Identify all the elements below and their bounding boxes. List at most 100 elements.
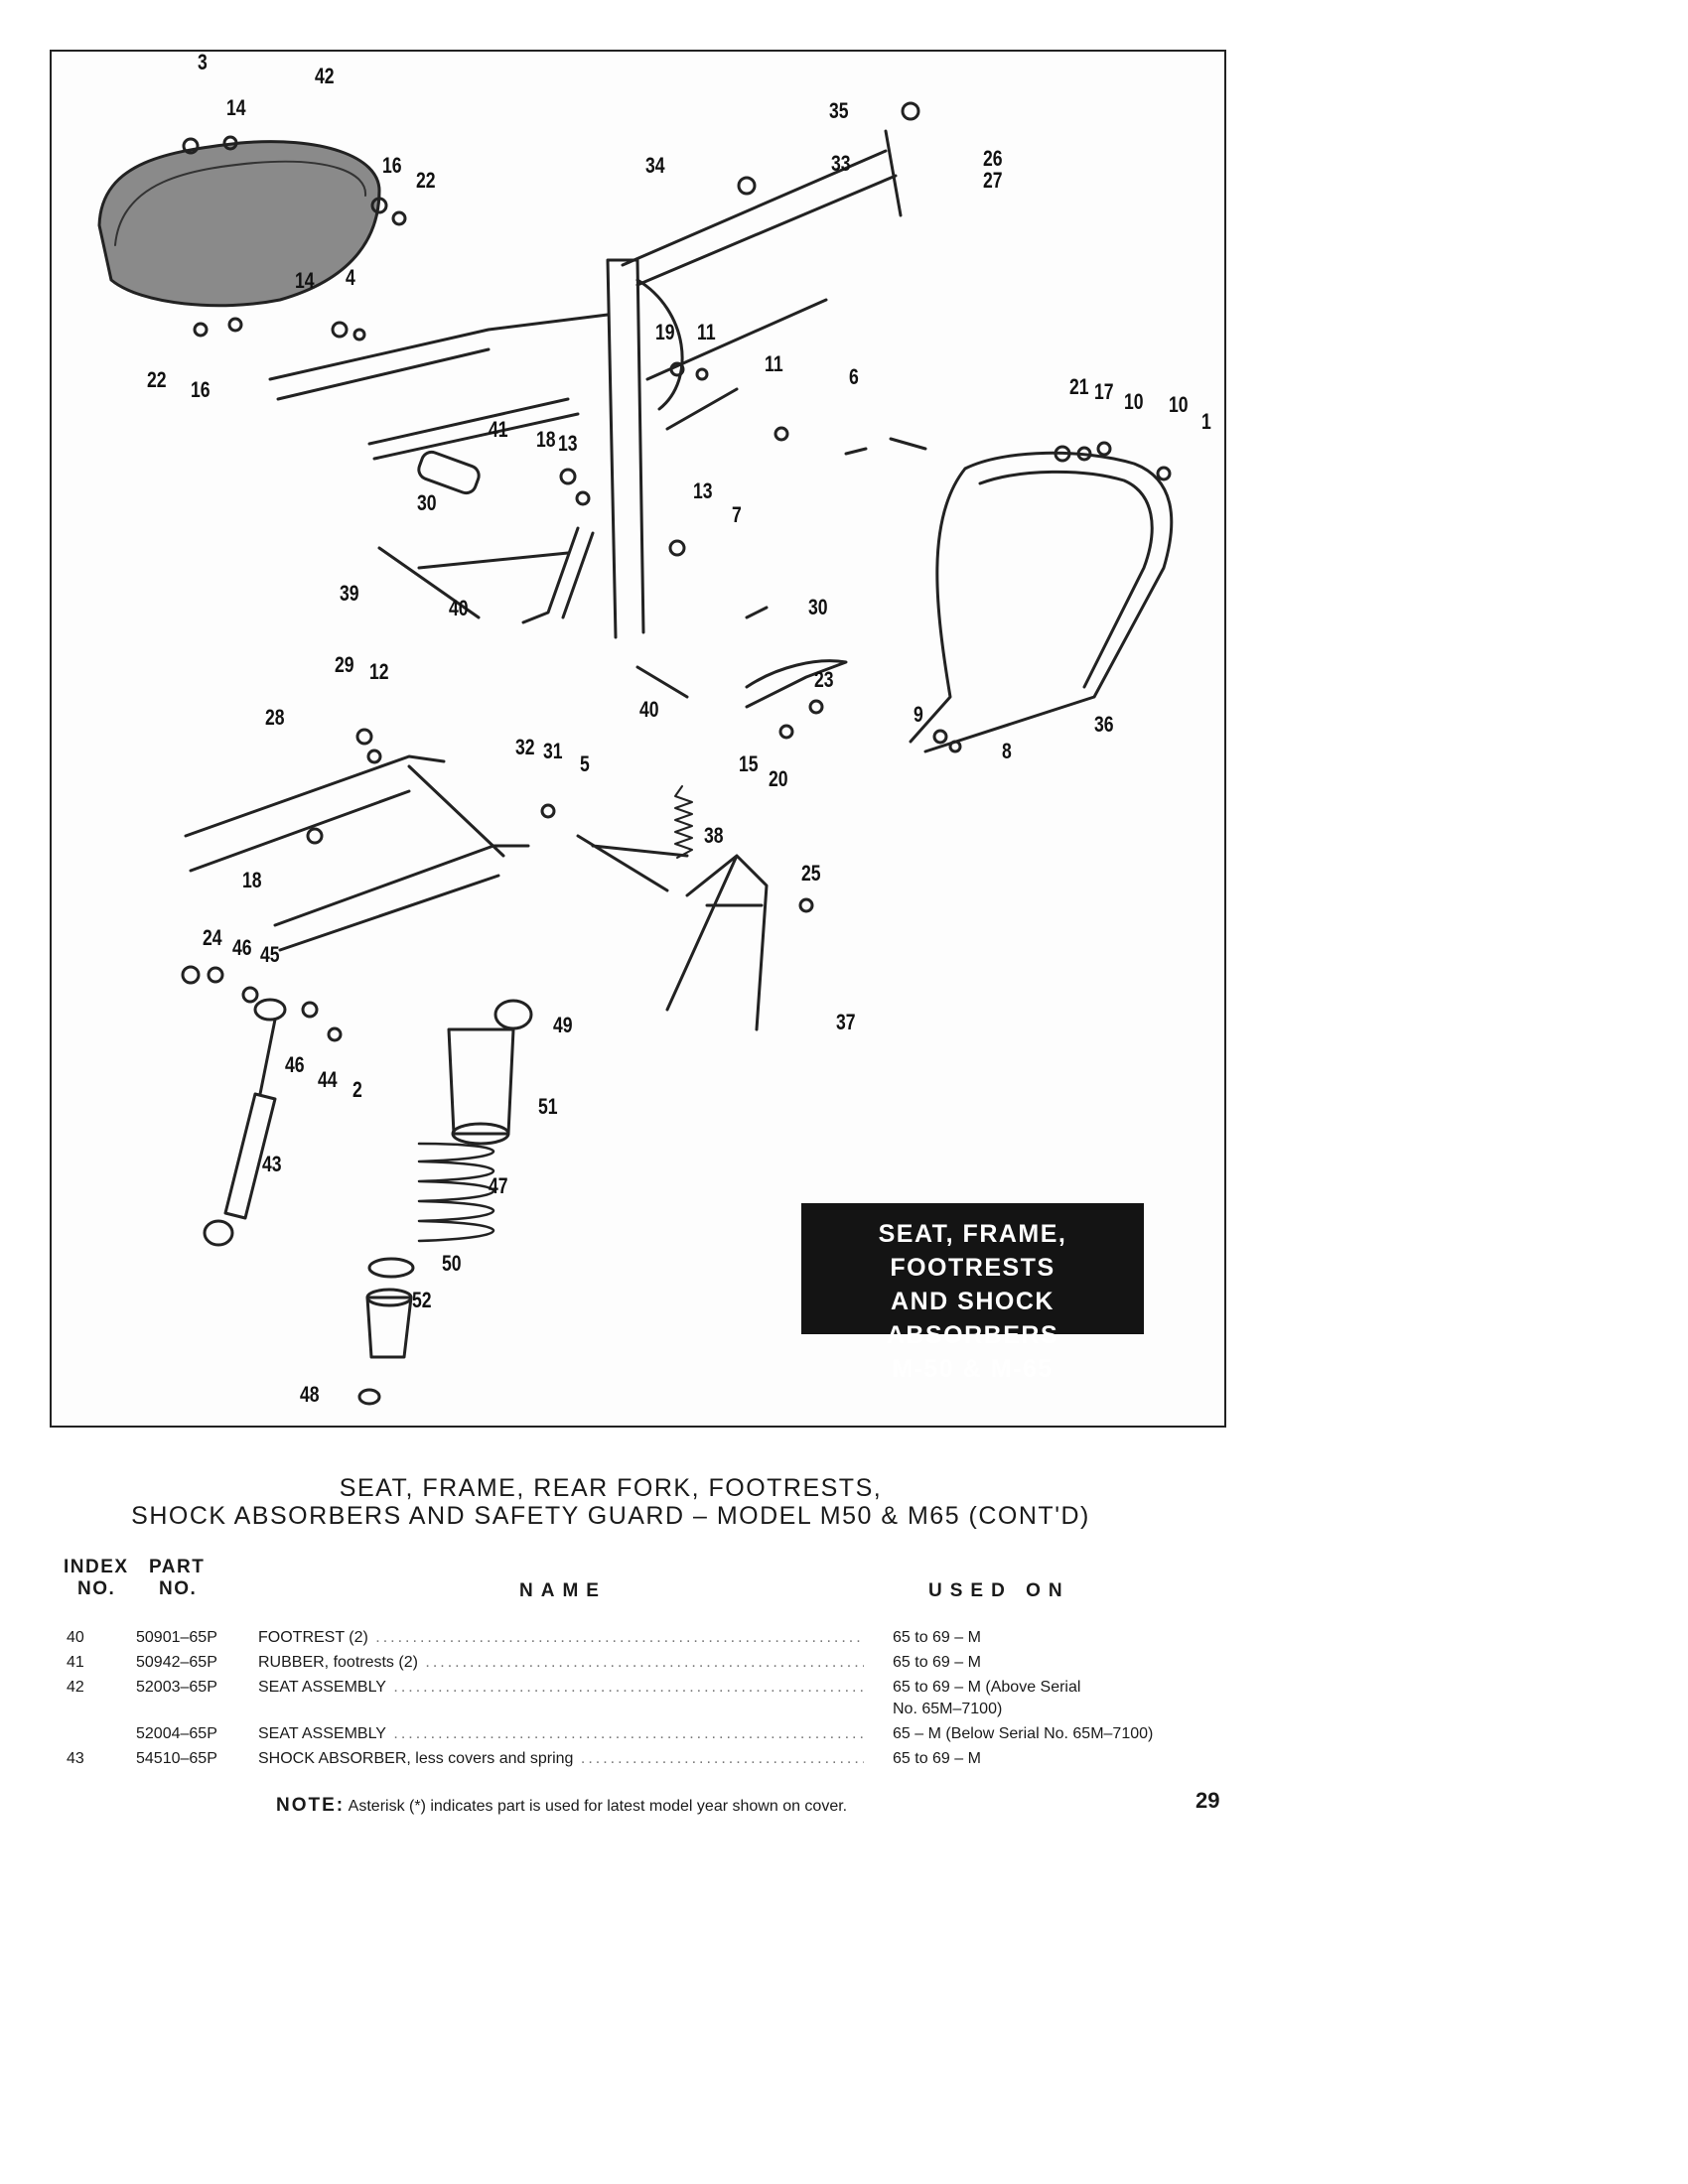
- shock-cover-lower: [365, 1296, 413, 1359]
- callout-label: 18: [536, 427, 556, 452]
- table-row: No. 65M–7100): [67, 1700, 1208, 1719]
- callout-label: 43: [262, 1152, 282, 1176]
- part-no-cell: 50942–65P: [136, 1654, 217, 1671]
- callout-label: 22: [147, 367, 167, 392]
- footrest-right: [745, 659, 848, 709]
- header-part-no-label: NO.: [159, 1578, 198, 1599]
- index-cell: 42: [67, 1679, 84, 1696]
- callout-label: 48: [300, 1382, 320, 1407]
- table-row: 43 54510–65P SHOCK ABSORBER, less covers…: [67, 1749, 1208, 1769]
- seat-assembly: [97, 140, 381, 308]
- callout-label: 3: [198, 50, 208, 74]
- callout-label: 13: [693, 478, 713, 503]
- callout-label: 11: [765, 351, 783, 376]
- callout-label: 30: [417, 490, 437, 515]
- callout-label: 47: [489, 1173, 508, 1198]
- callout-label: 49: [553, 1013, 573, 1037]
- rear-fork: [184, 754, 530, 952]
- callout-label: 15: [739, 751, 759, 776]
- safety-guard: [909, 451, 1174, 753]
- callout-label: 6: [849, 364, 859, 389]
- name-cell: RUBBER, footrests (2) ..................…: [258, 1653, 864, 1673]
- shock-absorber: [223, 1018, 277, 1220]
- table-row: 42 52003–65P SEAT ASSEMBLY .............…: [67, 1678, 1208, 1698]
- header-used-on: USED ON: [928, 1580, 1070, 1601]
- callout-label: 26: [983, 146, 1003, 171]
- dot-leader: ........................................…: [393, 1679, 864, 1696]
- callout-label: 16: [191, 377, 211, 402]
- part-no-cell: 52004–65P: [136, 1725, 217, 1742]
- callout-label: 5: [580, 751, 590, 776]
- part-no-cell: 50901–65P: [136, 1629, 217, 1646]
- part-name: RUBBER, footrests (2): [258, 1654, 418, 1671]
- part-name: SEAT ASSEMBLY: [258, 1679, 386, 1696]
- used-on-cell: 65 to 69 – M: [893, 1654, 981, 1671]
- section-title: SEAT, FRAME, REAR FORK, FOOTRESTS, SHOCK…: [0, 1474, 1221, 1530]
- callout-label: 23: [814, 667, 834, 692]
- diagram-title-box: SEAT, FRAME, FOOTRESTS AND SHOCK ABSORBE…: [801, 1203, 1144, 1383]
- table-row: 52004–65P SEAT ASSEMBLY ................…: [67, 1724, 1208, 1744]
- header-index-no: INDEX NO.: [64, 1557, 129, 1600]
- part-name: FOOTREST (2): [258, 1629, 368, 1646]
- callout-label: 52: [412, 1288, 432, 1312]
- part-name: SHOCK ABSORBER, less covers and spring: [258, 1750, 574, 1767]
- header-index-no-label: NO.: [77, 1578, 116, 1599]
- shock-cover: [447, 1027, 515, 1136]
- section-title-line-1: SEAT, FRAME, REAR FORK, FOOTRESTS,: [339, 1474, 883, 1502]
- note-text: Asterisk (*) indicates part is used for …: [348, 1798, 848, 1815]
- callout-label: 20: [769, 766, 788, 791]
- callout-label: 46: [232, 935, 252, 960]
- callout-label: 36: [1094, 712, 1114, 737]
- dot-leader: ........................................…: [580, 1750, 864, 1767]
- index-cell: 40: [67, 1629, 84, 1646]
- diagram-artwork: [97, 101, 1174, 1406]
- callout-label: 25: [801, 861, 821, 886]
- callout-label: 9: [914, 702, 923, 727]
- used-on-cell: 65 to 69 – M: [893, 1750, 981, 1767]
- callout-label: 14: [226, 95, 246, 120]
- callout-label: 16: [382, 153, 402, 178]
- callout-label: 4: [346, 265, 355, 290]
- index-cell: 41: [67, 1654, 84, 1671]
- stand: [665, 854, 769, 1031]
- callout-label: 2: [352, 1077, 362, 1102]
- callout-label: 45: [260, 942, 280, 967]
- callout-label: 29: [335, 652, 354, 677]
- stand-spring: [674, 785, 693, 859]
- callout-label: 12: [369, 659, 389, 684]
- used-on-cell: 65 to 69 – M: [893, 1629, 981, 1646]
- callout-label: 31: [543, 739, 563, 763]
- callout-label: 22: [416, 168, 436, 193]
- part-name: SEAT ASSEMBLY: [258, 1725, 386, 1742]
- callout-label: 39: [340, 581, 359, 606]
- used-on-cell: No. 65M–7100): [893, 1701, 1003, 1717]
- header-name: NAME: [519, 1580, 607, 1601]
- used-on-cell: 65 – M (Below Serial No. 65M–7100): [893, 1725, 1154, 1742]
- callout-label: 21: [1069, 374, 1089, 399]
- part-no-cell: 52003–65P: [136, 1679, 217, 1696]
- callout-label: 24: [203, 925, 222, 950]
- name-cell: SEAT ASSEMBLY ..........................…: [258, 1678, 864, 1698]
- header-index-label: INDEX: [64, 1557, 129, 1577]
- callout-label: 38: [704, 823, 724, 848]
- callout-label: 19: [655, 320, 675, 344]
- callout-label: 32: [515, 735, 535, 759]
- callout-label: 35: [829, 98, 849, 123]
- header-part-no: PART NO.: [149, 1557, 205, 1600]
- note-label: NOTE:: [276, 1795, 346, 1816]
- dot-leader: ........................................…: [425, 1654, 864, 1671]
- callout-label: 37: [836, 1010, 856, 1034]
- callout-label: 41: [489, 417, 508, 442]
- dot-leader: ........................................…: [375, 1629, 864, 1646]
- part-no-cell: 54510–65P: [136, 1750, 217, 1767]
- callout-label: 28: [265, 705, 285, 730]
- table-row: 40 50901–65P FOOTREST (2) ..............…: [67, 1628, 1208, 1648]
- callout-label: 18: [242, 868, 262, 892]
- callout-label: 40: [449, 596, 469, 620]
- callout-label: 51: [538, 1094, 558, 1119]
- callout-label: 7: [732, 502, 742, 527]
- diagram-title-line: AND SHOCK ABSORBERS: [886, 1288, 1059, 1349]
- callout-label: 50: [442, 1251, 462, 1276]
- callout-label: 11: [697, 320, 716, 344]
- name-cell: SEAT ASSEMBLY ..........................…: [258, 1724, 864, 1744]
